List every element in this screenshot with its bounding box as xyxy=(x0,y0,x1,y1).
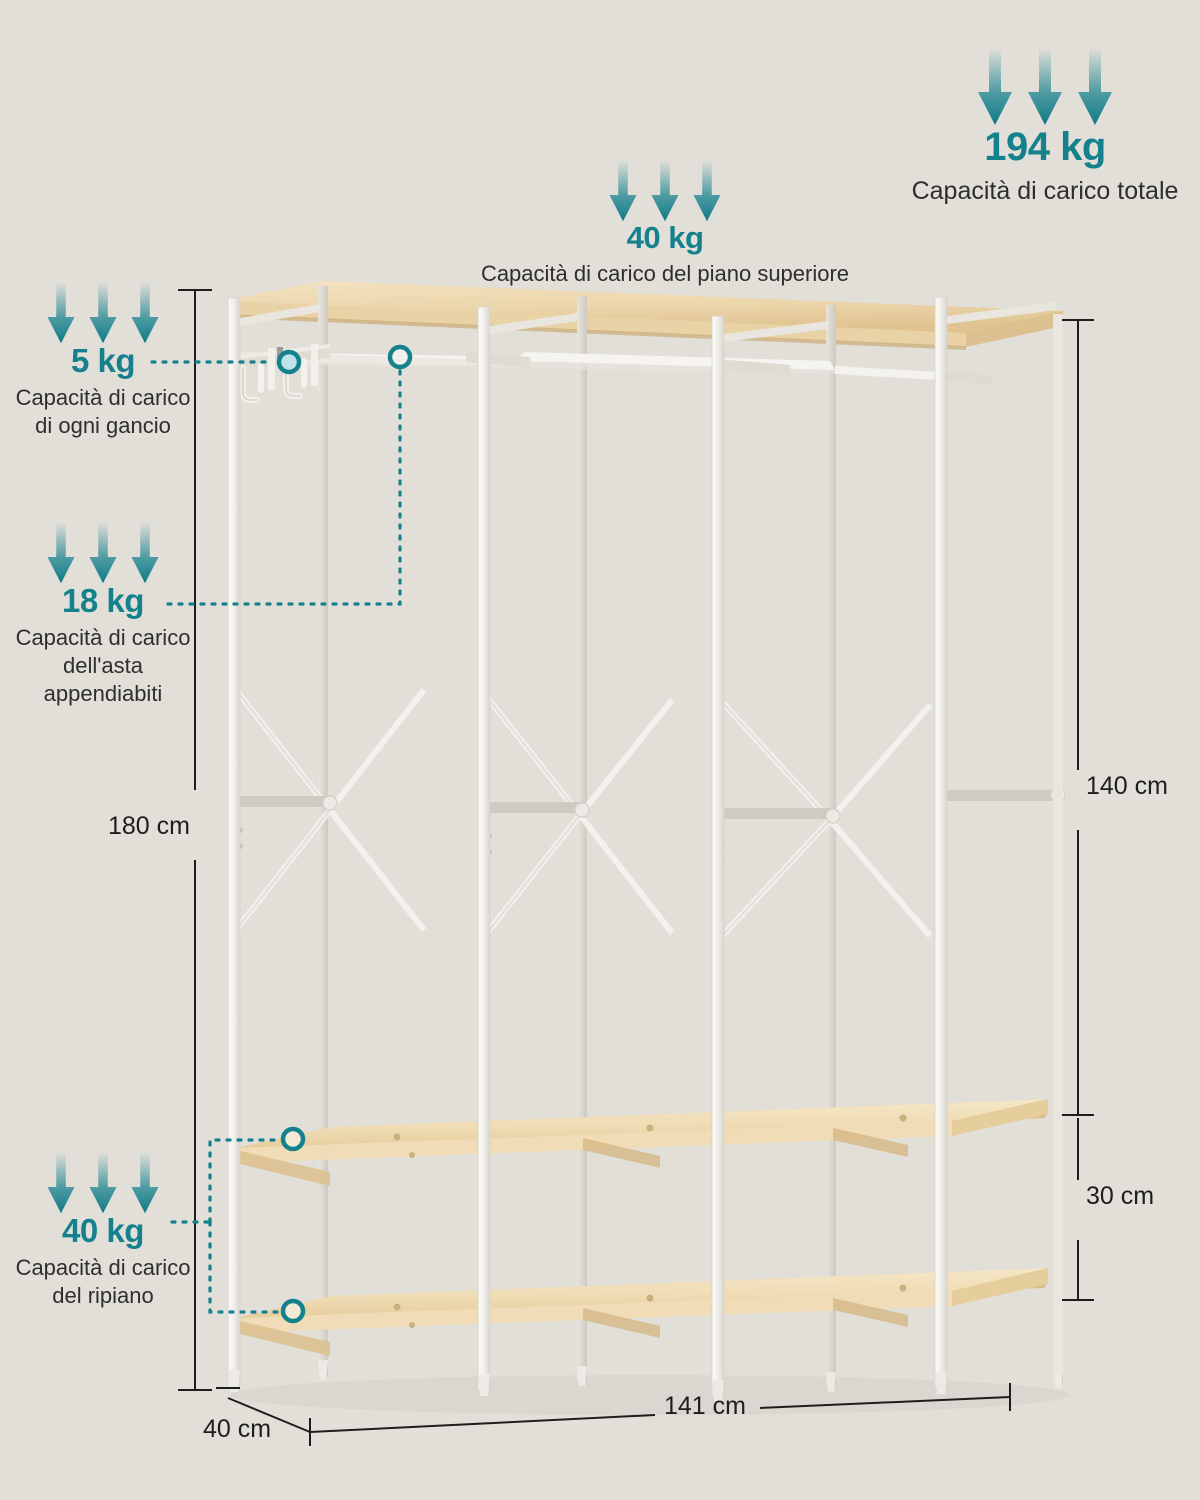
dimension-label-width-total: 141 cm xyxy=(664,1392,746,1420)
anchor-hook xyxy=(276,349,302,375)
callout-shelf-load: 40 kg Capacità di carico del ripiano xyxy=(8,1152,198,1310)
down-arrow-icon xyxy=(47,1152,75,1214)
callout-value: 40 kg xyxy=(62,1212,144,1249)
down-arrow-icon xyxy=(131,1152,159,1214)
dim-141-left xyxy=(309,1414,656,1433)
dimension-label-height-total: 180 cm xyxy=(108,812,190,840)
down-arrow-icon xyxy=(1078,48,1112,125)
arrow-group-top-board xyxy=(430,160,900,222)
down-arrow-icon xyxy=(131,522,159,584)
callout-value: 40 kg xyxy=(626,220,704,255)
callout-description: Capacità di carico dell'asta appendiabit… xyxy=(15,624,191,706)
dimension-label-height-upper: 140 cm xyxy=(1086,772,1168,800)
callout-description: Capacità di carico del piano superiore xyxy=(480,260,850,286)
connector-rod xyxy=(166,366,402,606)
down-arrow-icon xyxy=(978,48,1012,125)
callout-description: Capacità di carico di ogni gancio xyxy=(15,384,191,438)
callout-total-load: 194 kg Capacità di carico totale xyxy=(895,48,1195,207)
callout-top-board-load: 40 kg Capacità di carico del piano super… xyxy=(430,160,900,288)
dimension-label-depth-total: 40 cm xyxy=(203,1415,272,1443)
down-arrow-icon xyxy=(89,282,117,344)
arrow-group-rod xyxy=(8,522,198,584)
arrow-group-shelf xyxy=(8,1152,198,1214)
callout-value: 5 kg xyxy=(70,342,136,379)
down-arrow-icon xyxy=(89,1152,117,1214)
down-arrow-icon xyxy=(47,282,75,344)
callout-rod-load: 18 kg Capacità di carico dell'asta appen… xyxy=(8,522,198,708)
down-arrow-icon xyxy=(47,522,75,584)
connector-shelf-upper xyxy=(208,1138,284,1224)
down-arrow-icon xyxy=(131,282,159,344)
anchor-shelf-upper xyxy=(280,1126,306,1152)
callout-value: 18 kg xyxy=(62,582,144,619)
down-arrow-icon xyxy=(1028,48,1062,125)
down-arrow-icon xyxy=(651,160,679,222)
shelf-lower xyxy=(236,1268,1048,1356)
dim-40-depth xyxy=(227,1397,311,1433)
anchor-rod xyxy=(387,344,413,370)
arrow-group-total xyxy=(895,48,1195,126)
anchor-shelf-lower xyxy=(280,1298,306,1324)
callout-value: 194 kg xyxy=(984,125,1106,169)
callout-description: Capacità di carico totale xyxy=(911,177,1179,205)
dimension-label-height-lower: 30 cm xyxy=(1086,1182,1155,1210)
connector-shelf-lower xyxy=(208,1220,284,1314)
arrow-group-hook xyxy=(8,282,198,344)
shelf-upper xyxy=(236,1099,1048,1186)
callout-hook-load: 5 kg Capacità di carico di ogni gancio xyxy=(8,282,198,440)
callout-description: Capacità di carico del ripiano xyxy=(15,1254,191,1308)
down-arrow-icon xyxy=(609,160,637,222)
down-arrow-icon xyxy=(89,522,117,584)
down-arrow-icon xyxy=(693,160,721,222)
dim-141-right xyxy=(759,1396,1011,1409)
anchor-markers xyxy=(276,344,413,1324)
